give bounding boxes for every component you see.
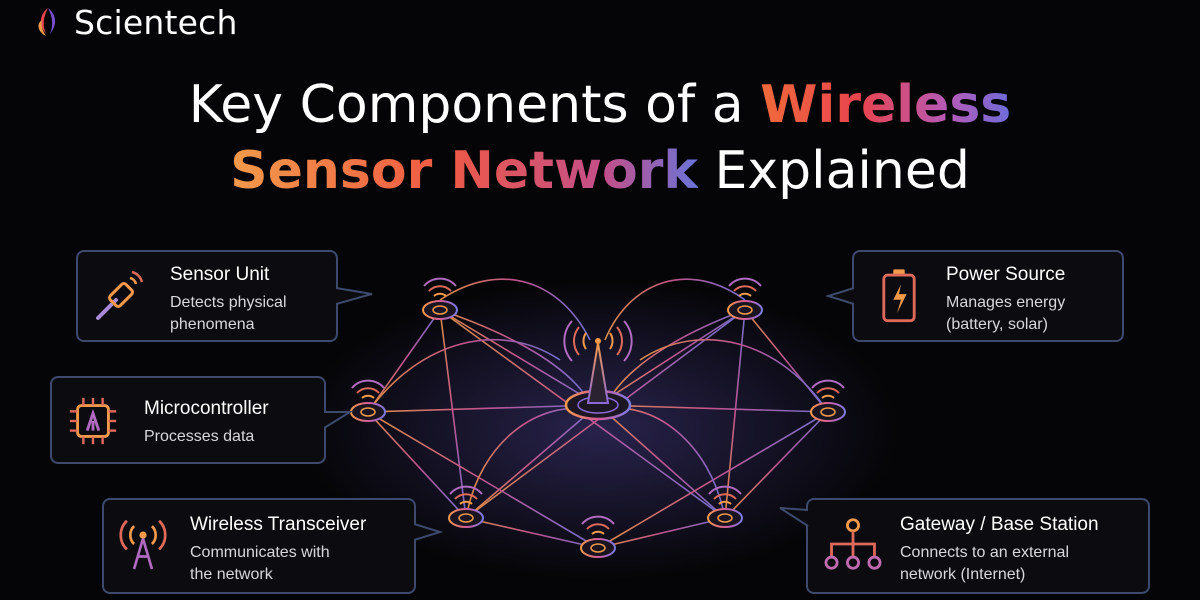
sensor-unit-desc-line-1: Detects physical (170, 294, 287, 311)
title-line2-plain: Explained (697, 141, 970, 201)
title-line-1: Key Components of a Wireless (0, 72, 1200, 138)
sensor-node (448, 485, 484, 528)
sensor-node (422, 277, 458, 320)
power-source-desc-line-1: Manages energy (946, 294, 1066, 311)
battery-icon (882, 269, 916, 323)
sensor-node (580, 515, 616, 558)
gateway-desc-line-2: network (Internet) (900, 566, 1026, 583)
power-source-desc-line-2: (battery, solar) (946, 316, 1048, 333)
microcontroller-card: Microcontroller Processes data (50, 376, 326, 464)
microcontroller-desc: Processes data (144, 428, 255, 445)
wireless-transceiver-desc-line-2: the network (190, 566, 273, 583)
brand-name: Scientech (74, 2, 238, 42)
sensor-unit-card: Sensor Unit Detects physical phenomena (76, 250, 338, 342)
title-line-2: Sensor Network Explained (0, 138, 1200, 204)
wireless-transceiver-card: Wireless Transceiver Communicates with t… (102, 498, 416, 594)
callout-pointer (324, 411, 354, 429)
power-source-card: Power Source Manages energy (battery, so… (852, 250, 1124, 342)
wireless-transceiver-desc-line-1: Communicates with (190, 544, 330, 561)
callout-pointer (826, 287, 855, 305)
hierarchy-icon (824, 518, 882, 570)
sensor-node (810, 379, 846, 422)
chip-icon (69, 397, 117, 445)
callout-pointer (336, 287, 373, 305)
power-source-title: Power Source (946, 264, 1066, 285)
page-title: Key Components of a Wireless Sensor Netw… (0, 72, 1200, 204)
sensor-probe-icon (96, 270, 144, 320)
title-line1-highlight: Wireless (760, 75, 1012, 135)
brand: Scientech (30, 0, 238, 44)
title-line2-highlight: Sensor Network (230, 141, 698, 201)
sensor-unit-title: Sensor Unit (170, 264, 270, 285)
callout-pointer (779, 507, 809, 527)
gateway-card: Gateway / Base Station Connects to an ex… (806, 498, 1150, 594)
sensor-unit-desc-line-2: phenomena (170, 316, 255, 333)
wireless-transceiver-title: Wireless Transceiver (190, 514, 367, 535)
title-line1-plain: Key Components of a (188, 75, 761, 135)
gateway-desc-line-1: Connects to an external (900, 544, 1069, 561)
antenna-icon (119, 519, 167, 570)
central-base-station-icon (563, 320, 633, 421)
gateway-title: Gateway / Base Station (900, 514, 1099, 535)
callout-pointer (414, 523, 444, 541)
scientech-logo-icon (38, 8, 56, 36)
sensor-node (727, 277, 763, 320)
sensor-node (707, 485, 743, 528)
microcontroller-title: Microcontroller (144, 398, 269, 419)
